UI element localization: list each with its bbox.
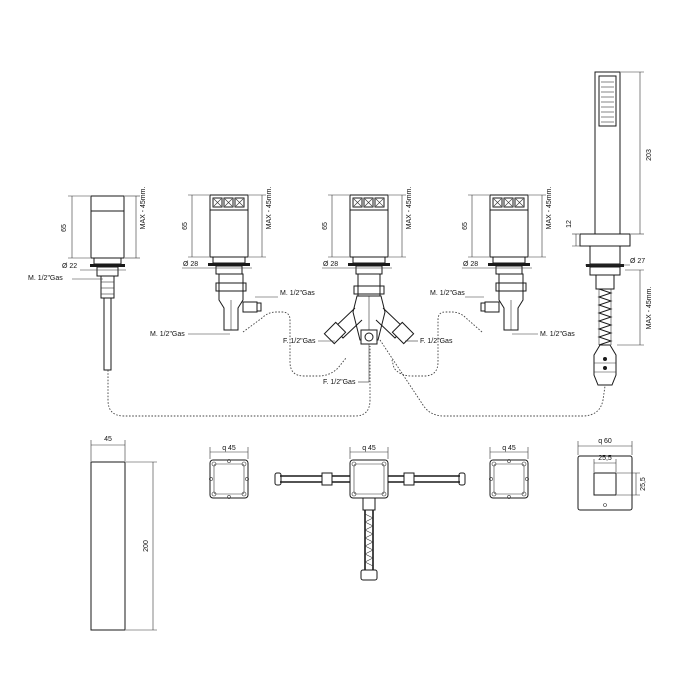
center-thread-right-label: F. 1/2"Gas — [420, 338, 453, 345]
spout-body — [90, 195, 125, 259]
shower-max-label: MAX - 45mm. — [646, 287, 653, 330]
right-valve-plan — [489, 447, 529, 499]
center-valve-diameter-label: Ø 28 — [323, 261, 338, 268]
hand-shower-elevation — [579, 71, 631, 386]
left-valve-plan — [209, 447, 249, 499]
center-plan-size-label: q 45 — [362, 445, 376, 452]
shower-length-label: 203 — [646, 149, 653, 161]
right-valve-thread-side-label: M. 1/2"Gas — [430, 290, 465, 297]
spout-thread-label: M. 1/2"Gas — [28, 275, 63, 282]
shower-holder-height-label: 12 — [566, 220, 573, 228]
right-valve-max-label: MAX - 45mm. — [546, 187, 553, 230]
spout-elevation — [68, 195, 140, 371]
right-valve-plan-size-label: q 45 — [502, 445, 516, 452]
right-valve-height-label: 65 — [462, 222, 469, 230]
holder-plan-size-label: q 60 — [598, 438, 612, 445]
center-thread-bottom-label: F. 1/2"Gas — [323, 379, 356, 386]
center-valve-max-label: MAX - 45mm. — [406, 187, 413, 230]
center-valve-height-label: 65 — [322, 222, 329, 230]
right-valve-thread-bottom-label: M. 1/2"Gas — [540, 331, 575, 338]
spout-height-label: 65 — [61, 224, 68, 232]
left-valve-elevation — [208, 194, 262, 331]
left-valve-plan-size-label: q 45 — [222, 445, 236, 452]
holder-inner-height-label: 25,5 — [640, 477, 647, 491]
holder-inner-width-label: 25,5 — [598, 455, 612, 462]
center-diverter-elevation — [323, 194, 415, 345]
left-valve-thread-side-label: M. 1/2"Gas — [280, 290, 315, 297]
left-valve-max-label: MAX - 45mm. — [266, 187, 273, 230]
spout-plan-length-label: 200 — [143, 540, 150, 552]
right-valve-elevation — [480, 194, 530, 331]
spout-diameter-label: Ø 22 — [62, 263, 77, 270]
shower-holder-plan — [577, 441, 640, 511]
supply-lines — [107, 311, 606, 417]
left-valve-diameter-label: Ø 28 — [183, 261, 198, 268]
right-valve-diameter-label: Ø 28 — [463, 261, 478, 268]
left-valve-height-label: 65 — [182, 222, 189, 230]
center-thread-left-label: F. 1/2"Gas — [283, 338, 316, 345]
spout-plan-width-label: 45 — [104, 436, 112, 443]
spout-max-label: MAX - 45mm. — [140, 187, 147, 230]
spout-plan — [90, 440, 157, 631]
left-valve-thread-bottom-label: M. 1/2"Gas — [150, 331, 185, 338]
shower-diameter-label: Ø 27 — [630, 258, 645, 265]
center-diverter-plan — [274, 447, 466, 581]
